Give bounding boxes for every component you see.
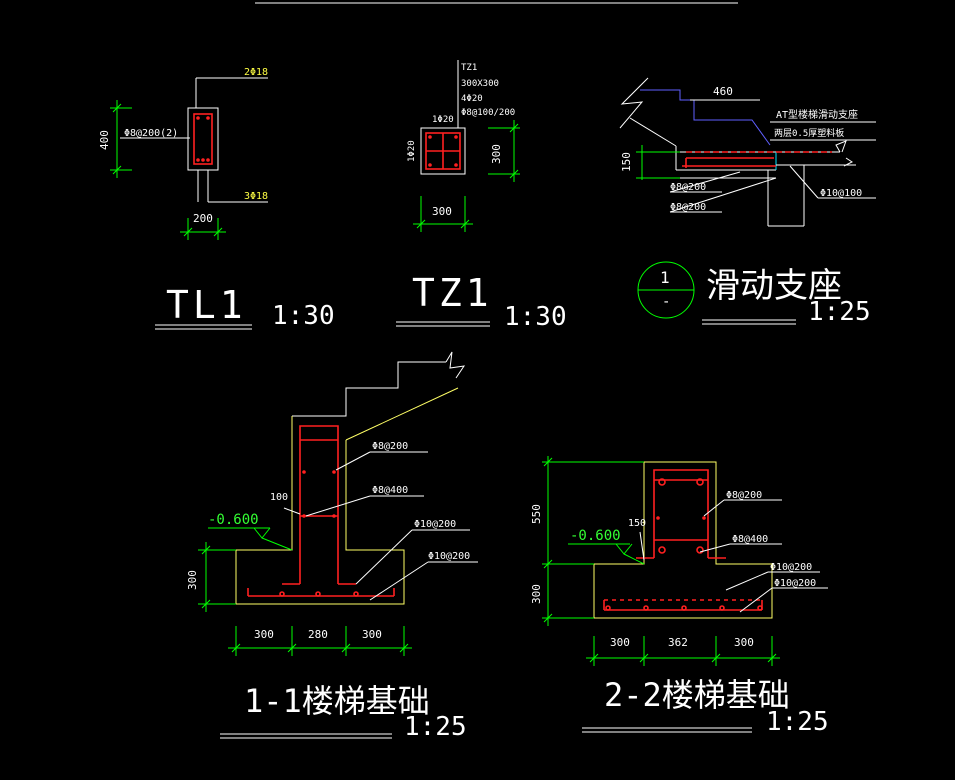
- tl1-title: TL1: [166, 283, 247, 327]
- tz1-scale: 1:30: [504, 302, 567, 332]
- f2-w3-label: 300: [734, 636, 754, 649]
- f2-height-label: 300: [530, 584, 543, 604]
- tl1-stirrup-label: Φ8@200(2): [124, 128, 178, 139]
- tz1-note-name: TZ1: [461, 63, 477, 73]
- f1-w2-label: 280: [308, 628, 328, 641]
- tz1-note-size: 300X300: [461, 79, 499, 89]
- f2-dim-150: 150: [628, 518, 646, 529]
- f2-w1-label: 300: [610, 636, 630, 649]
- slide-note2: 两层0.5厚塑料板: [774, 127, 844, 139]
- foundation-2-2-section: Φ8@200 Φ8@400 Φ10@200 Φ10@200 150 -0.600…: [530, 456, 829, 737]
- tz1-side-bar-label: 1Φ20: [407, 140, 417, 162]
- f1-level: -0.600: [208, 512, 259, 528]
- f1-w1-label: 300: [254, 628, 274, 641]
- f2-bar4-label: Φ10@200: [774, 578, 816, 589]
- f1-w3-label: 300: [362, 628, 382, 641]
- slide-bar1-label: Φ8@200: [670, 182, 706, 193]
- tl1-section: 2Φ18 3Φ18 Φ8@200(2) 400 200 TL1 1:30: [98, 67, 335, 331]
- f1-bar2-label: Φ8@400: [372, 485, 408, 496]
- f2-bar2-label: Φ8@400: [732, 534, 768, 545]
- tl1-width-label: 200: [193, 212, 213, 225]
- tz1-column-outline: [420, 127, 466, 175]
- f1-dim-100: 100: [270, 492, 288, 503]
- f2-bar3-label: Φ10@200: [770, 562, 812, 573]
- slide-height-label: 150: [620, 152, 633, 172]
- tz1-section: TZ1 300X300 4Φ20 Φ8@100/200 1Φ20 1Φ20 30…: [396, 60, 567, 332]
- tz1-title: TZ1: [412, 271, 493, 315]
- tl1-beam-outline: [187, 107, 219, 171]
- tl1-height-label: 400: [98, 130, 111, 150]
- f1-bar4-label: Φ10@200: [428, 551, 470, 562]
- f1-bar1-label: Φ8@200: [372, 441, 408, 452]
- tz1-top-bar-label: 1Φ20: [432, 115, 454, 125]
- slide-bearing-section: 460 150 AT型楼梯滑动支座 两层0.5厚塑料板 Φ8@200 Φ8@20…: [619, 77, 876, 327]
- slide-scale: 1:25: [808, 297, 871, 327]
- slide-marker-bottom: -: [662, 294, 670, 310]
- f1-title: 1-1楼梯基础: [244, 682, 430, 720]
- f2-w2-label: 362: [668, 636, 688, 649]
- tl1-scale: 1:30: [272, 301, 335, 331]
- tl1-top-bar-label: 2Φ18: [244, 67, 268, 78]
- foundation-1-1-section: Φ8@200 Φ8@400 Φ10@200 Φ10@200 100 -0.600…: [186, 351, 478, 742]
- slide-bar3-label: Φ10@100: [820, 188, 862, 199]
- f1-bar3-label: Φ10@200: [414, 519, 456, 530]
- tz1-note-bars: 4Φ20: [461, 94, 483, 104]
- tz1-height-label: 300: [490, 144, 503, 164]
- f1-outline: [235, 416, 405, 605]
- slide-width-label: 460: [713, 85, 733, 98]
- f2-scale: 1:25: [766, 707, 829, 737]
- f2-bar1-label: Φ8@200: [726, 490, 762, 501]
- f2-outline: [593, 461, 773, 619]
- tl1-stirrup: [193, 113, 213, 165]
- f2-level: -0.600: [570, 528, 621, 544]
- slide-title: 滑动支座: [706, 266, 842, 306]
- tz1-note-stirrup: Φ8@100/200: [461, 108, 515, 118]
- f2-title: 2-2楼梯基础: [604, 676, 790, 714]
- f1-scale: 1:25: [404, 712, 467, 742]
- tz1-width-label: 300: [432, 205, 452, 218]
- f1-height-label: 300: [186, 570, 199, 590]
- tl1-bottom-bar-label: 3Φ18: [244, 191, 268, 202]
- slide-note1: AT型楼梯滑动支座: [776, 108, 858, 121]
- f2-550-label: 550: [530, 504, 543, 524]
- slide-marker-top: 1: [660, 268, 670, 287]
- slide-bar2-label: Φ8@200: [670, 202, 706, 213]
